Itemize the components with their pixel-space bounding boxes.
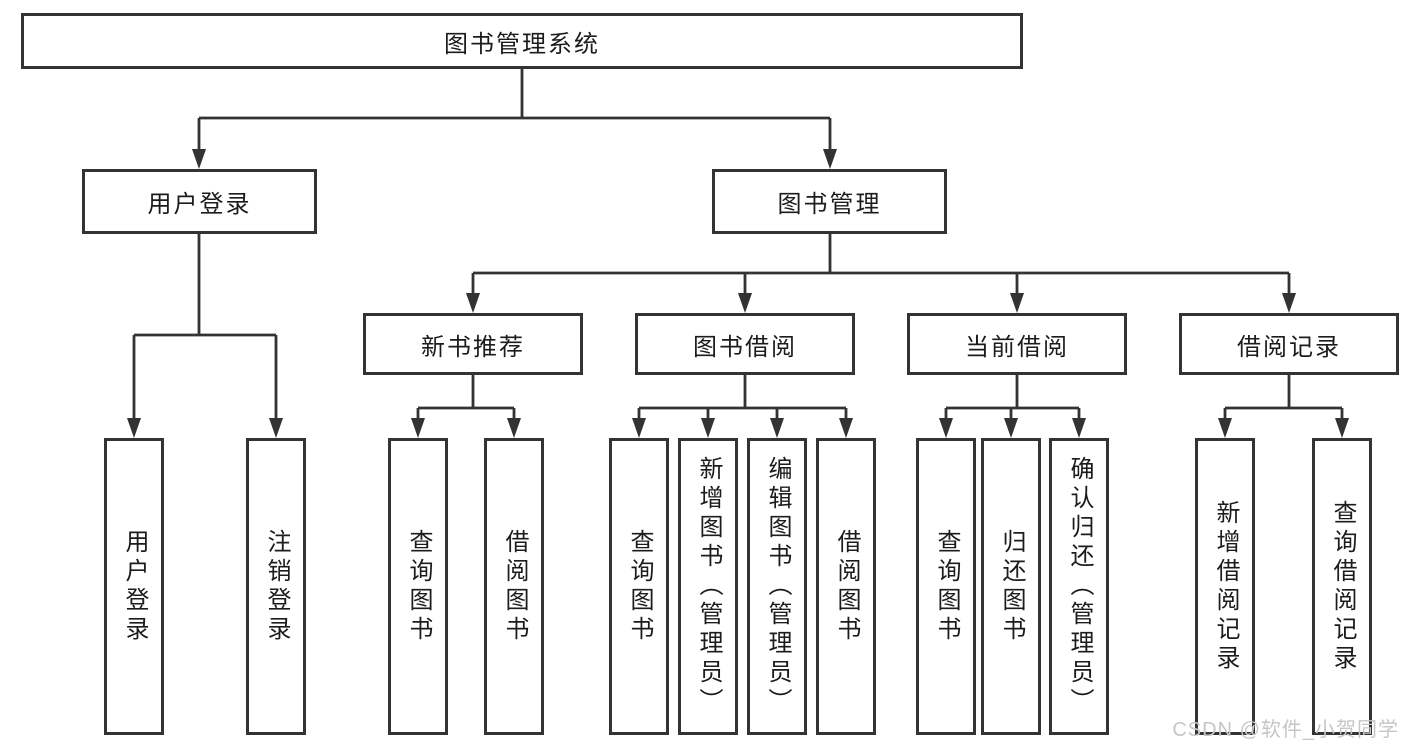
leaf-borrow-books: 借阅图书	[816, 438, 876, 735]
leaf-query-books-current-label: 查询图书	[933, 528, 960, 645]
leaf-edit-books-admin: 编辑图书（管理员）	[747, 438, 807, 735]
leaf-confirm-return-admin: 确认归还（管理员）	[1049, 438, 1109, 735]
node-root: 图书管理系统	[21, 13, 1023, 69]
leaf-borrow-books-recommend-label: 借阅图书	[501, 528, 528, 645]
leaf-add-books-admin: 新增图书（管理员）	[678, 438, 738, 735]
leaf-borrow-books-label: 借阅图书	[833, 528, 860, 645]
leaf-query-books-recommend: 查询图书	[388, 438, 448, 735]
leaf-query-books-borrow: 查询图书	[609, 438, 669, 735]
leaf-confirm-return-admin-label: 确认归还（管理员）	[1066, 456, 1093, 717]
node-current-borrow: 当前借阅	[907, 313, 1127, 375]
leaf-query-books-recommend-label: 查询图书	[405, 528, 432, 645]
leaf-add-borrow-record: 新增借阅记录	[1195, 438, 1255, 735]
leaf-user-login-label: 用户登录	[121, 528, 148, 645]
leaf-query-borrow-record-label: 查询借阅记录	[1329, 499, 1356, 674]
arrowheads	[127, 149, 1349, 438]
watermark: CSDN @软件_小贺同学	[1172, 719, 1399, 741]
leaf-logout-label: 注销登录	[263, 528, 290, 645]
leaf-borrow-books-recommend: 借阅图书	[484, 438, 544, 735]
leaf-query-borrow-record: 查询借阅记录	[1312, 438, 1372, 735]
node-book-management: 图书管理	[712, 169, 947, 234]
leaf-add-borrow-record-label: 新增借阅记录	[1212, 499, 1239, 674]
node-new-book-recommend: 新书推荐	[363, 313, 583, 375]
leaf-query-books-borrow-label: 查询图书	[626, 528, 653, 645]
leaf-return-books-label: 归还图书	[998, 528, 1025, 645]
node-borrow-records: 借阅记录	[1179, 313, 1399, 375]
node-user-login: 用户登录	[82, 169, 317, 234]
leaf-add-books-admin-label: 新增图书（管理员）	[695, 456, 722, 717]
leaf-return-books: 归还图书	[981, 438, 1041, 735]
leaf-edit-books-admin-label: 编辑图书（管理员）	[764, 456, 791, 717]
leaf-user-login: 用户登录	[104, 438, 164, 735]
leaf-logout: 注销登录	[246, 438, 306, 735]
node-book-borrow: 图书借阅	[635, 313, 855, 375]
leaf-query-books-current: 查询图书	[916, 438, 976, 735]
